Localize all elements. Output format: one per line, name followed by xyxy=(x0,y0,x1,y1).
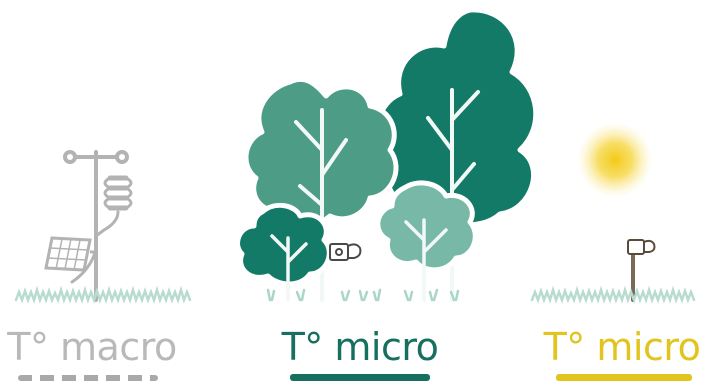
forest-underline xyxy=(290,374,430,381)
macro-dashed-underline xyxy=(18,375,158,381)
forest-ground-grass xyxy=(268,290,458,300)
forest-trees-icon xyxy=(238,10,536,300)
forest-micro-temperature-label: T° micro xyxy=(265,326,455,368)
sun-icon xyxy=(577,122,653,198)
temperature-logger-icon xyxy=(330,244,360,260)
grass-strip-left xyxy=(16,290,190,300)
weather-station-icon xyxy=(65,152,131,300)
open-field-underline xyxy=(556,374,692,381)
macro-temperature-label: T° macro xyxy=(0,326,184,368)
grass-strip-right xyxy=(532,290,694,300)
open-micro-temperature-label: T° micro xyxy=(536,326,708,368)
